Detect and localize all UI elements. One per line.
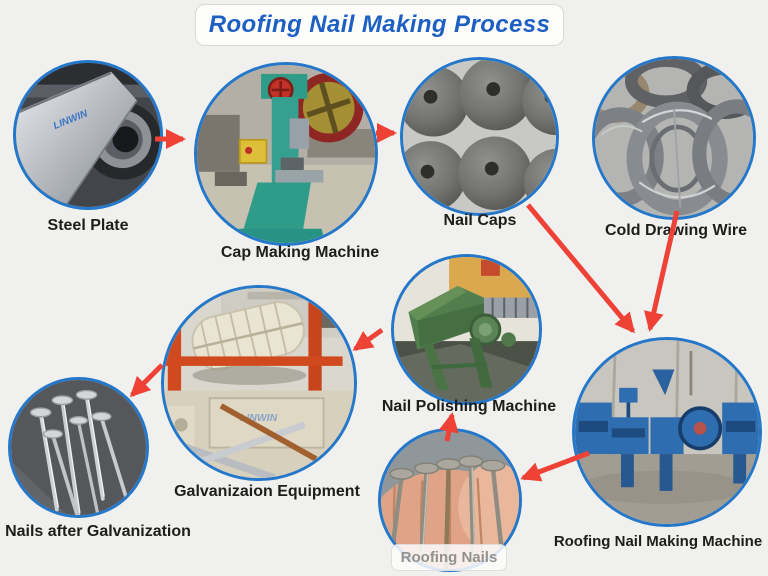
cap-making-machine-photo [194,62,378,246]
galvanizing-line-illustration: LINWIN [164,288,354,478]
galvanization-equipment-photo: LINWIN [161,285,357,481]
polishing-drum-illustration [394,257,539,402]
step-label-nails-after-galvanization: Nails after Galvanization [5,523,191,540]
nail-caps-illustration [403,60,556,213]
galvanized-nails-illustration [11,380,146,515]
wire-coils-illustration [595,59,753,217]
step-label-galvanization-equipment: Galvanizaion Equipment [174,483,360,500]
punch-press-illustration [197,65,375,243]
step-label-nail-polishing-machine: Nail Polishing Machine [381,398,557,415]
nail-caps-photo [400,57,559,216]
arrow-polishing-to-galvanization [352,327,384,352]
page-title: Roofing Nail Making Process [208,11,551,38]
step-label-cold-drawing-wire: Cold Drawing Wire [604,222,748,239]
arrow-galvanization-to-finished-nails [129,363,164,398]
nail-polishing-machine-photo [391,254,542,405]
steel-coil-illustration: LINWIN [16,63,160,207]
title-box: Roofing Nail Making Process [195,4,564,46]
cold-drawing-wire-photo [592,56,756,220]
step-label-steel-plate: Steel Plate [47,217,129,234]
step-label-roofing-nails: Roofing Nails [391,544,507,571]
step-label-cap-making-machine: Cap Making Machine [220,244,380,261]
brand-watermark: LINWIN [240,413,278,424]
steel-plate-photo: LINWIN [13,60,163,210]
step-label-nail-caps: Nail Caps [443,212,517,229]
nails-after-galvanization-photo [8,377,149,518]
roofing-nail-making-machine-photo [572,337,762,527]
nail-machines-illustration [575,340,759,524]
step-label-roofing-nail-making-machine: Roofing Nail Making Machine [553,533,763,550]
